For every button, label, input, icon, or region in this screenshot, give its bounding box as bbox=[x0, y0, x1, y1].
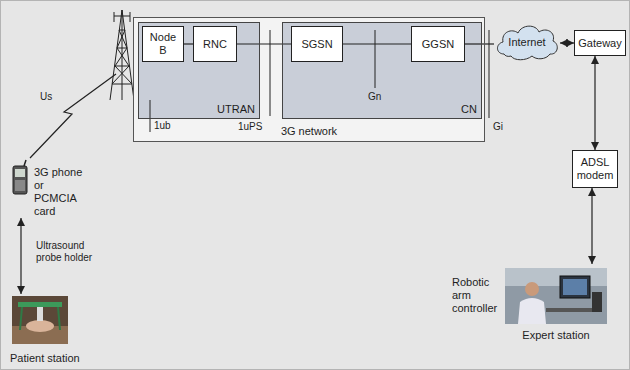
device-node: 3G phone or PCMCIA card bbox=[8, 160, 98, 218]
process-box: ADSL modem bbox=[572, 150, 618, 188]
connector-line bbox=[20, 218, 21, 294]
node-text: Internet bbox=[508, 36, 545, 49]
node-text: SGSN bbox=[301, 38, 332, 51]
node-text: 3G phone or PCMCIA card bbox=[34, 166, 86, 218]
connector-line bbox=[184, 43, 193, 44]
interface-label: 1ub bbox=[154, 120, 178, 132]
radio-link bbox=[30, 74, 116, 158]
internet-cloud: Internet bbox=[494, 22, 560, 62]
process-box: RNC bbox=[193, 26, 237, 62]
box-fill bbox=[133, 17, 485, 142]
interface-label: Us bbox=[40, 91, 60, 103]
connector-line bbox=[560, 42, 574, 43]
node-text: CN bbox=[461, 103, 477, 116]
connector-line bbox=[465, 43, 494, 44]
box-fill bbox=[193, 26, 237, 62]
interface-label: Gn bbox=[368, 91, 388, 103]
station-node: Robotic arm controllerExpert station bbox=[452, 264, 617, 354]
node-text: GGSN bbox=[422, 38, 454, 51]
connector-line bbox=[591, 188, 592, 264]
network-band: 3G network UTRAN Node B RNC CN SGSN GGSN bbox=[133, 17, 485, 142]
network-section: CN SGSN GGSN bbox=[282, 22, 482, 119]
node-text: 3G network bbox=[281, 125, 337, 138]
node-text: UTRAN bbox=[217, 103, 255, 116]
interface-tick bbox=[270, 30, 271, 116]
interface-tick bbox=[489, 30, 490, 118]
interface-label: Gi bbox=[493, 121, 513, 133]
node-caption: Expert station bbox=[511, 329, 601, 342]
box-fill bbox=[142, 26, 184, 62]
connector-line bbox=[343, 43, 411, 44]
node-text: Gateway bbox=[578, 37, 621, 50]
interface-tick bbox=[150, 100, 151, 132]
box-fill bbox=[572, 150, 618, 188]
arrow-label: Ultrasound probe holder bbox=[36, 240, 106, 264]
interface-label: 1uPS bbox=[238, 121, 268, 133]
station-node: Patient station bbox=[8, 294, 108, 366]
box-fill bbox=[138, 22, 260, 119]
node-text: RNC bbox=[203, 38, 227, 51]
antenna-tower bbox=[110, 10, 134, 100]
box-fill bbox=[282, 22, 482, 119]
phone-icon bbox=[13, 160, 27, 194]
box-fill bbox=[411, 26, 465, 62]
expert-photo bbox=[505, 268, 607, 324]
box-fill bbox=[291, 26, 343, 62]
node-text: Node B bbox=[146, 31, 180, 57]
node-text: Patient station bbox=[10, 352, 80, 365]
process-box: SGSN bbox=[291, 26, 343, 62]
connector-line bbox=[594, 56, 595, 150]
process-box: Node B bbox=[142, 26, 184, 62]
network-section: UTRAN Node B RNC bbox=[138, 22, 260, 119]
process-box: Gateway bbox=[574, 30, 626, 56]
node-text: Robotic arm controller bbox=[452, 276, 502, 315]
patient-photo bbox=[12, 296, 68, 344]
process-box: GGSN bbox=[411, 26, 465, 62]
interface-tick bbox=[375, 30, 376, 88]
box-fill bbox=[574, 30, 626, 56]
node-text: ADSL modem bbox=[576, 156, 614, 182]
